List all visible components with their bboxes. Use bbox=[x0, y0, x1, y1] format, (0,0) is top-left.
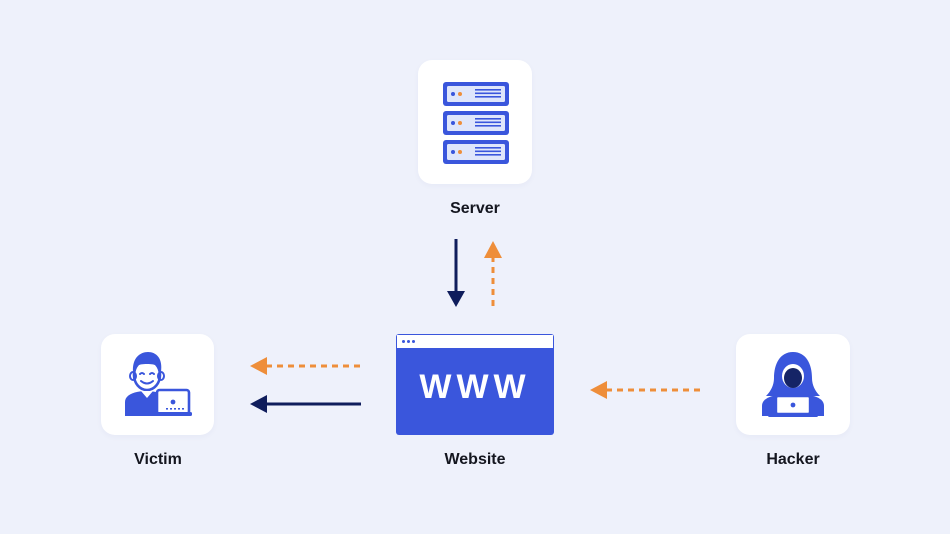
user-laptop-icon bbox=[125, 352, 192, 416]
arrow-website-to-server bbox=[484, 241, 502, 306]
server-rack-icon bbox=[443, 82, 509, 164]
hacker-label: Hacker bbox=[766, 451, 820, 468]
website-browser-icon: WWW bbox=[396, 334, 554, 435]
website-www-text: WWW bbox=[419, 368, 531, 406]
browser-title-bar bbox=[396, 334, 554, 348]
website-label: Website bbox=[444, 451, 506, 468]
arrow-website-to-victim-dashed bbox=[250, 357, 360, 375]
arrow-website-to-victim-solid bbox=[250, 395, 361, 413]
arrow-server-to-website bbox=[447, 239, 465, 307]
hooded-hacker-icon bbox=[762, 352, 824, 417]
arrow-hacker-to-website bbox=[590, 381, 700, 399]
victim-label: Victim bbox=[134, 451, 182, 468]
server-label: Server bbox=[450, 200, 500, 217]
